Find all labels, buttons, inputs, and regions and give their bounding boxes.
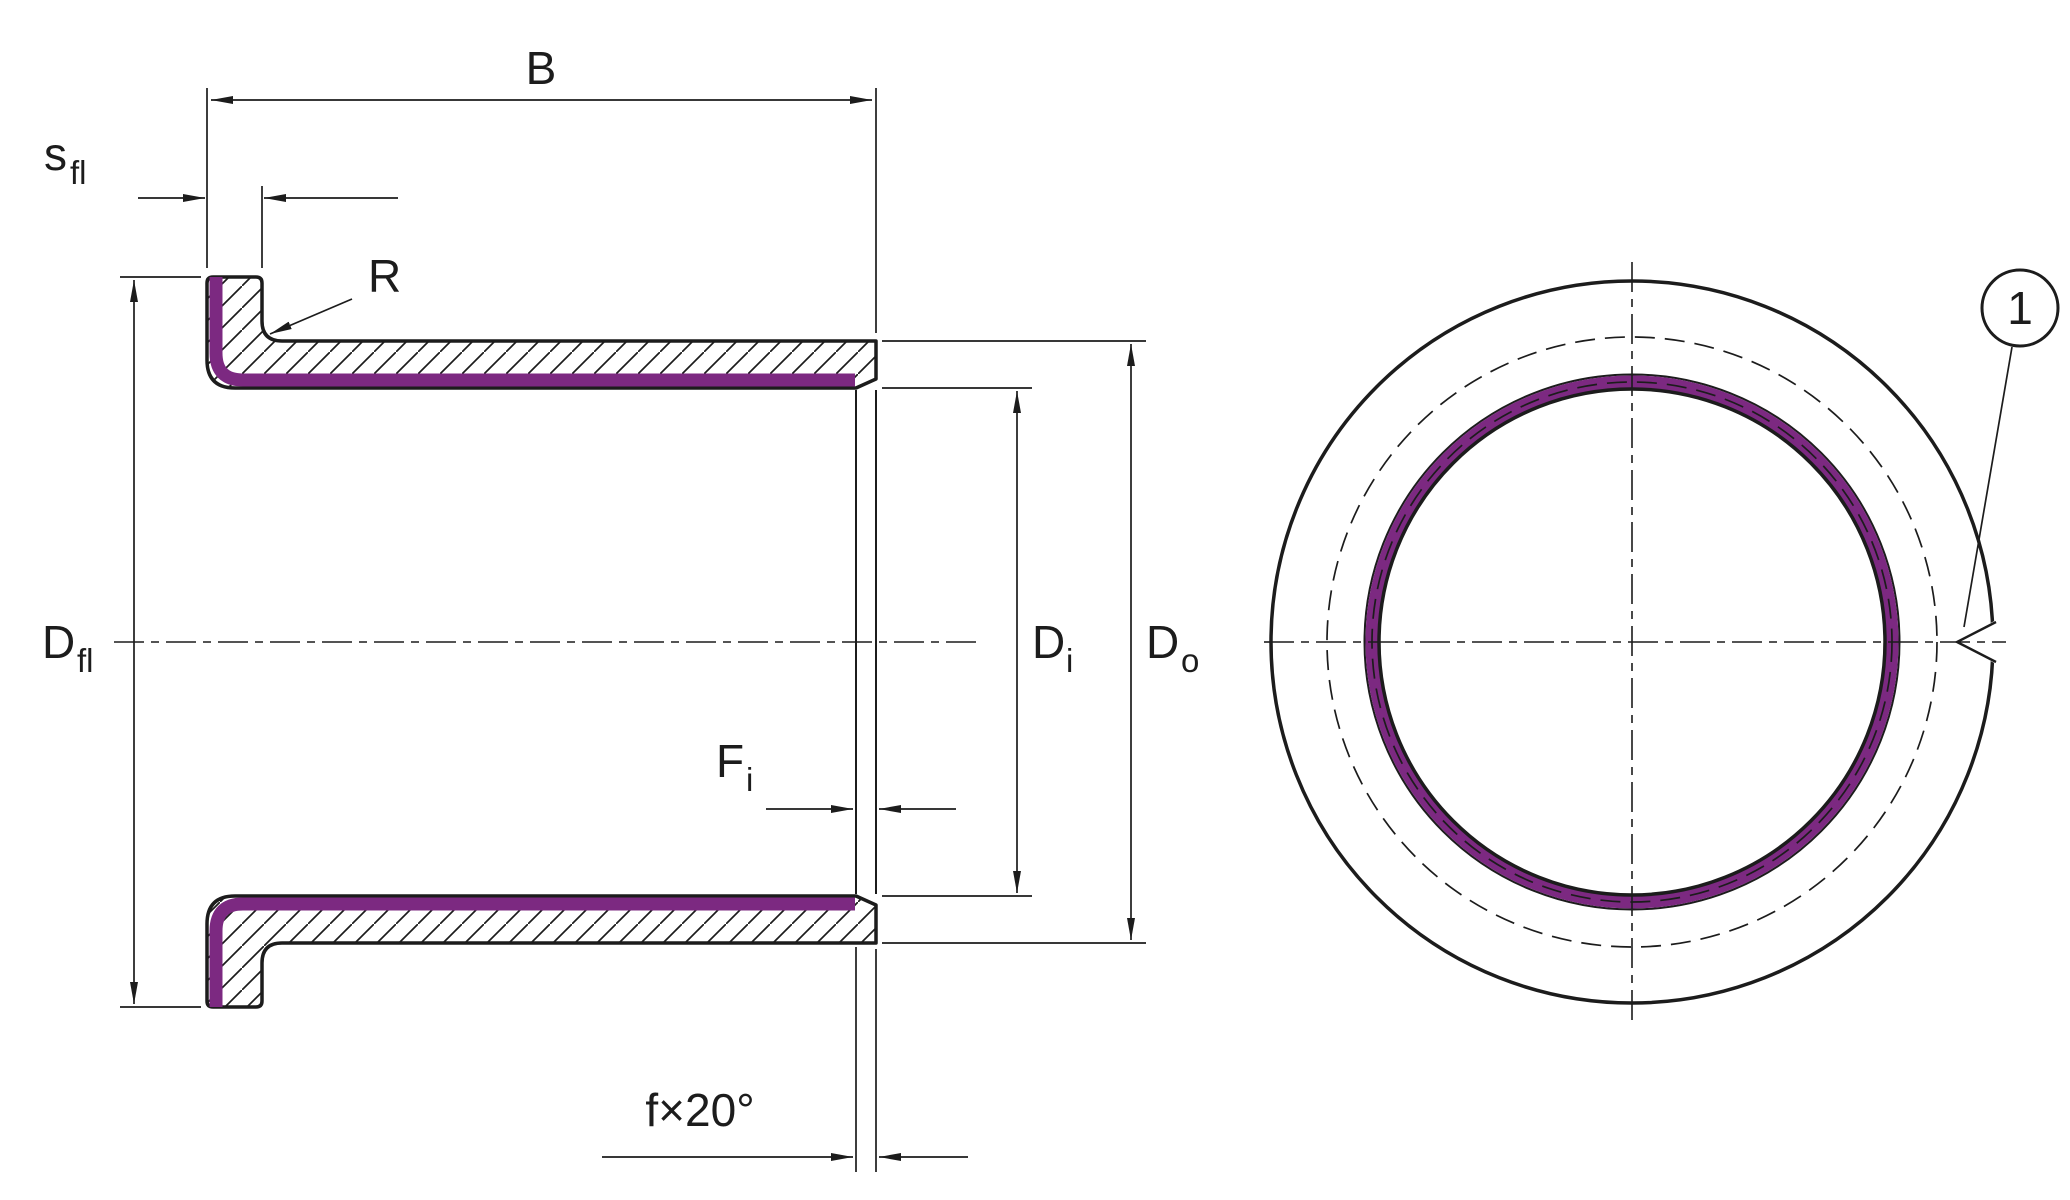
lower-section-steel: [205, 894, 878, 1009]
lower-sliding-liner: [209, 897, 855, 1007]
dim-Fi-label-sub: i: [746, 761, 753, 798]
callout-label: 1: [2007, 282, 2033, 334]
callout-leader-line: [1963, 346, 2013, 628]
dim-B-label: B: [526, 42, 557, 94]
upper-section-steel: [205, 275, 878, 390]
dim-Dfl-label: D: [42, 616, 75, 668]
callout-balloon: [1980, 268, 2060, 348]
dim-sfl-label: s: [44, 128, 67, 180]
upper-sliding-liner: [209, 277, 855, 387]
front-view: 1: [1264, 262, 2060, 1022]
dimensions: B s fl R D fl D i D o F i: [42, 42, 1199, 1172]
section-view: [114, 275, 980, 1009]
split-notch-mask: [1955, 619, 1998, 665]
dim-Do-label-sub: o: [1181, 642, 1199, 679]
dim-Dfl-label-sub: fl: [77, 642, 94, 679]
dim-Do-label: D: [1146, 616, 1179, 668]
dim-Di-label-sub: i: [1066, 642, 1073, 679]
hidden-body-circle: [1326, 336, 1938, 948]
dim-Di-label: D: [1032, 616, 1065, 668]
dim-Fi-label: F: [716, 735, 744, 787]
leader-R-line: [269, 298, 353, 335]
dim-R-label: R: [368, 250, 401, 302]
dim-chamfer-label: f×20°: [645, 1084, 754, 1136]
dim-sfl-label-sub: fl: [70, 154, 87, 191]
